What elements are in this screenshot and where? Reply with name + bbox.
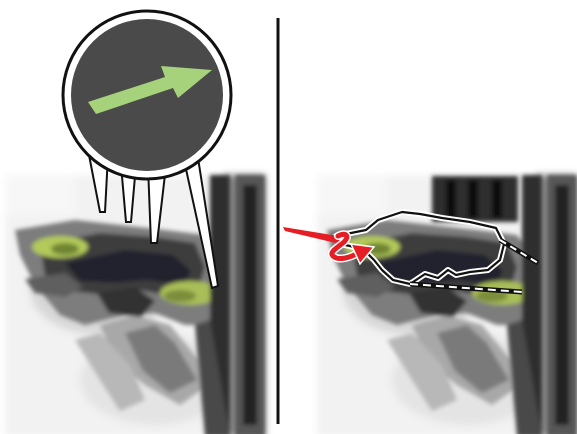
right-panel (283, 175, 577, 434)
left-printer-interior (5, 175, 265, 434)
right-top-mechanism (432, 176, 518, 222)
left-panel (5, 11, 265, 434)
